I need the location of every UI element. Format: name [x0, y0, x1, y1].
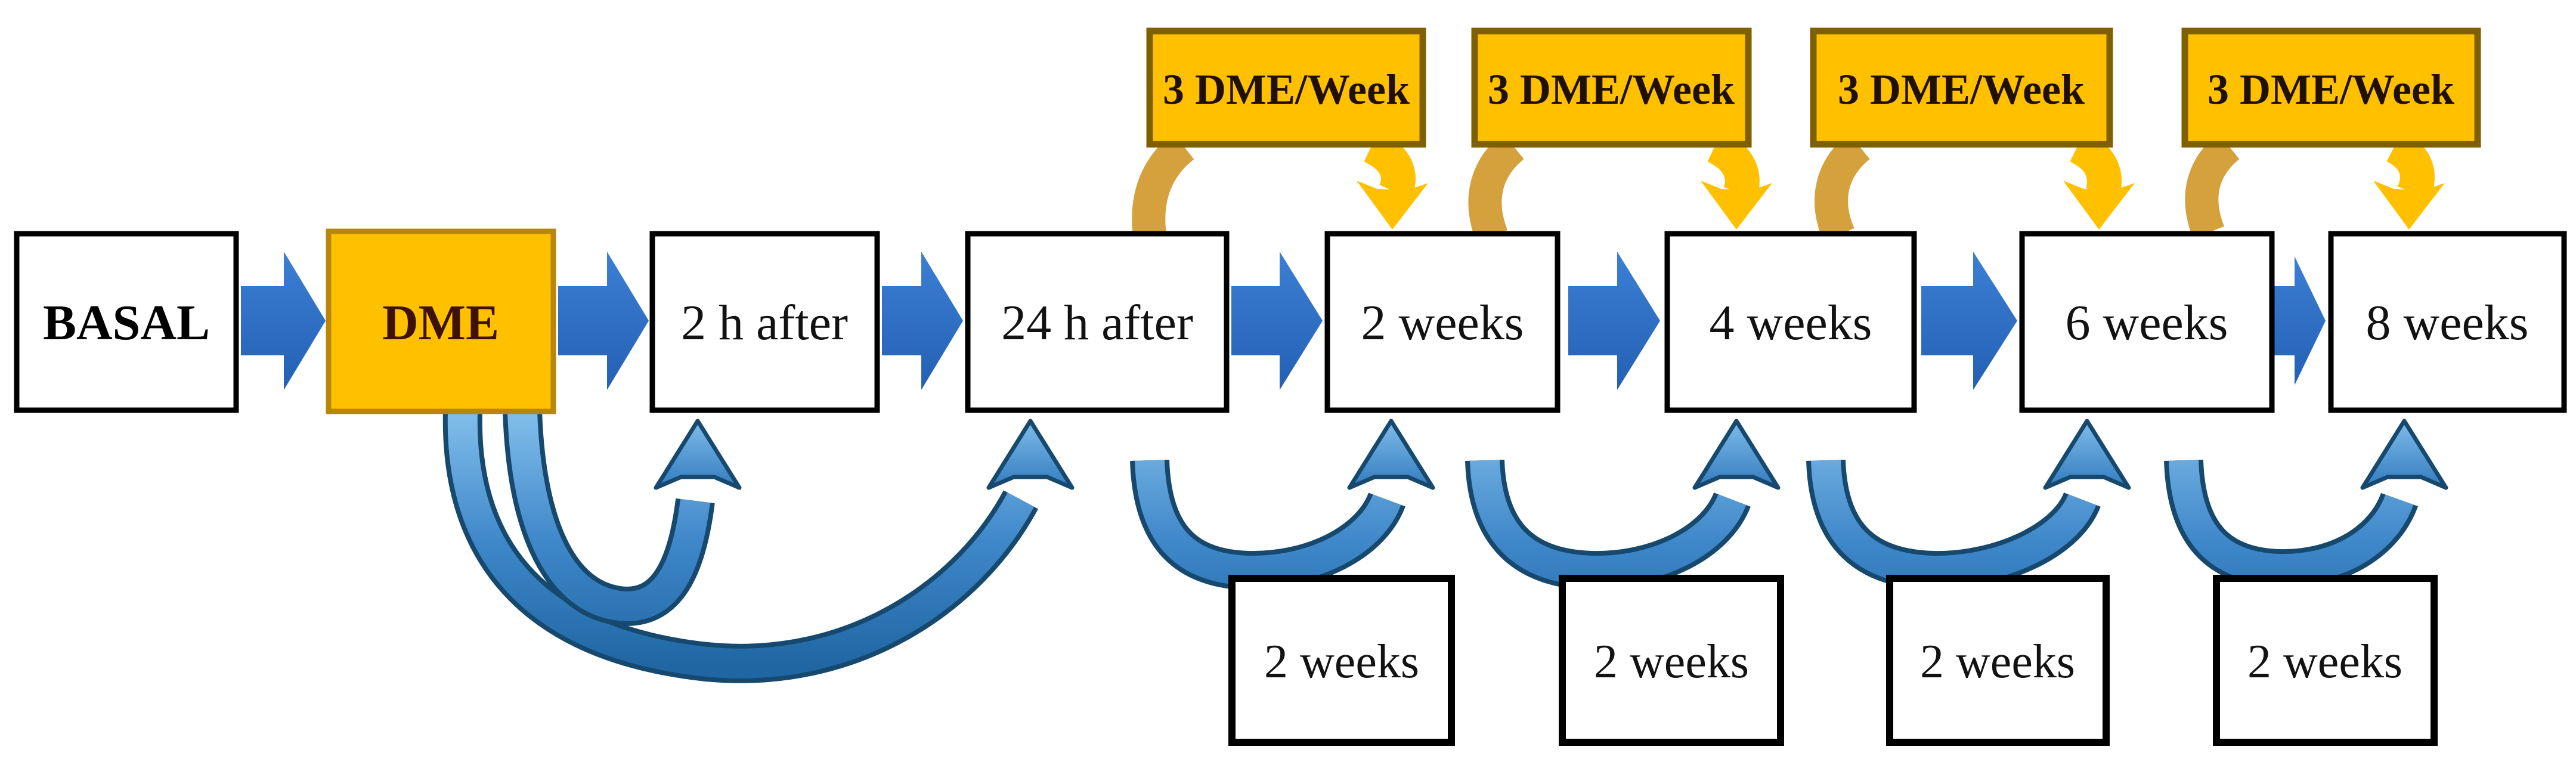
treatment-inflow-band-3 [1815, 133, 1871, 242]
curve-ribbon [507, 411, 710, 621]
main-box-basal [14, 231, 239, 413]
curve-arrow-24h-to-2weeks [1130, 419, 1435, 591]
curve-ribbon [2169, 459, 2414, 584]
gold-arrowhead-down-icon [1701, 181, 1772, 230]
treatment-out-arrow-2 [1701, 130, 1772, 230]
followup-curves [442, 410, 2448, 683]
main-box-6weeks [2019, 231, 2275, 413]
treatment-box-1 [1146, 27, 1426, 148]
interval-box-label-4: 2 weeks [2247, 636, 2402, 688]
curve-ribbon [1811, 459, 2097, 586]
curve-ribbon [447, 411, 1035, 679]
curve-ribbon [1470, 459, 1747, 586]
curve-arrowhead-up-icon [1347, 419, 1435, 490]
treatment-box-4 [2181, 27, 2481, 148]
flow-arrows [241, 252, 2326, 390]
curve-arrowhead-up-icon [1692, 419, 1781, 490]
treatment-inflow-band-4 [2185, 133, 2240, 239]
flow-arrow-24h-2weeks [1231, 252, 1323, 390]
treatment-box-label-2: 3 DME/Week [1488, 66, 1735, 113]
interval-box-label-3: 2 weeks [1920, 636, 2075, 688]
main-box-label-basal: BASAL [43, 295, 210, 351]
main-box-label-4weeks: 4 weeks [1710, 295, 1872, 351]
curve-arrowhead-up-icon [2043, 419, 2131, 490]
curve-arrowhead-up-icon [2360, 419, 2448, 490]
flow-arrow-4weeks-6weeks [1921, 252, 2017, 390]
main-box-label-8weeks: 8 weeks [2366, 295, 2529, 351]
treatment-inflow-band-2 [1468, 133, 1525, 243]
gold-arrowhead-down-icon [2373, 181, 2445, 230]
treatment-box-label-3: 3 DME/Week [1838, 66, 2085, 113]
treatment-out-shaft [1707, 130, 1760, 200]
interval-box-4 [2213, 575, 2438, 746]
treatment-box-label-1: 3 DME/Week [1163, 66, 1410, 113]
curve-arrow-dme-to-24h [442, 411, 1075, 683]
treatment-box-3 [1810, 27, 2113, 148]
main-box-label-24h-after: 24 h after [1001, 295, 1193, 351]
treatment-row: 3 DME/Week 3 DME/Week 3 DME/Week 3 DME/W… [1146, 27, 2481, 148]
interval-box-label-1: 2 weeks [1264, 636, 1419, 688]
treatment-box-2 [1471, 27, 1752, 148]
treatment-box-label-4: 3 DME/Week [2207, 66, 2454, 113]
treatment-out-arrow-3 [2063, 130, 2135, 230]
curve-arrow-4weeks-to-6weeks [1806, 419, 2131, 591]
main-box-4weeks [1664, 231, 1917, 413]
interval-box-3 [1886, 575, 2110, 746]
main-box-2h-after [649, 231, 880, 413]
curve-arrowhead-up-icon [986, 419, 1075, 490]
interval-box-2 [1559, 575, 1784, 746]
treatment-out-shaft [2069, 130, 2122, 199]
gold-arrowhead-down-icon [1357, 181, 1428, 230]
curve-arrow-6weeks-to-8weeks [2164, 419, 2448, 589]
main-timeline-row: BASAL DME 2 h after 24 h after 2 weeks 4… [14, 228, 2567, 414]
curve-arrow-2weeks-to-4weeks [1465, 419, 1781, 591]
main-box-24h-after [965, 231, 1230, 413]
treatment-out-shaft [1363, 130, 1416, 199]
interval-box-1 [1228, 575, 1455, 746]
main-box-label-2h-after: 2 h after [681, 295, 848, 351]
interval-box-label-2: 2 weeks [1594, 636, 1749, 688]
main-box-8weeks [2328, 231, 2567, 413]
curve-arrow-dme-to-2h [503, 410, 742, 626]
flow-arrow-6weeks-8weeks [2273, 256, 2326, 385]
interval-row: 2 weeks 2 weeks 2 weeks 2 weeks [1228, 575, 2438, 746]
flow-arrow-2h-24h [882, 252, 963, 390]
main-box-label-2weeks: 2 weeks [1361, 295, 1524, 351]
curve-arrowhead-up-icon [654, 419, 742, 490]
gold-arrowhead-down-icon [2063, 181, 2135, 230]
flow-arrow-dme-2h [558, 252, 649, 390]
main-box-label-6weeks: 6 weeks [2066, 295, 2228, 351]
curve-ribbon [1135, 459, 1401, 586]
treatment-out-arrow-1 [1357, 130, 1428, 230]
main-box-label-dme: DME [382, 295, 499, 351]
main-box-dme [326, 228, 556, 414]
treatment-connectors [1132, 130, 2445, 243]
flow-arrow-2weeks-4weeks [1568, 252, 1660, 390]
main-box-2weeks [1324, 231, 1561, 413]
treatment-out-shaft [2386, 131, 2435, 200]
treatment-inflow-band-1 [1132, 132, 1194, 237]
flow-arrow-basal-dme [241, 252, 326, 390]
treatment-out-arrow-4 [2373, 131, 2445, 230]
